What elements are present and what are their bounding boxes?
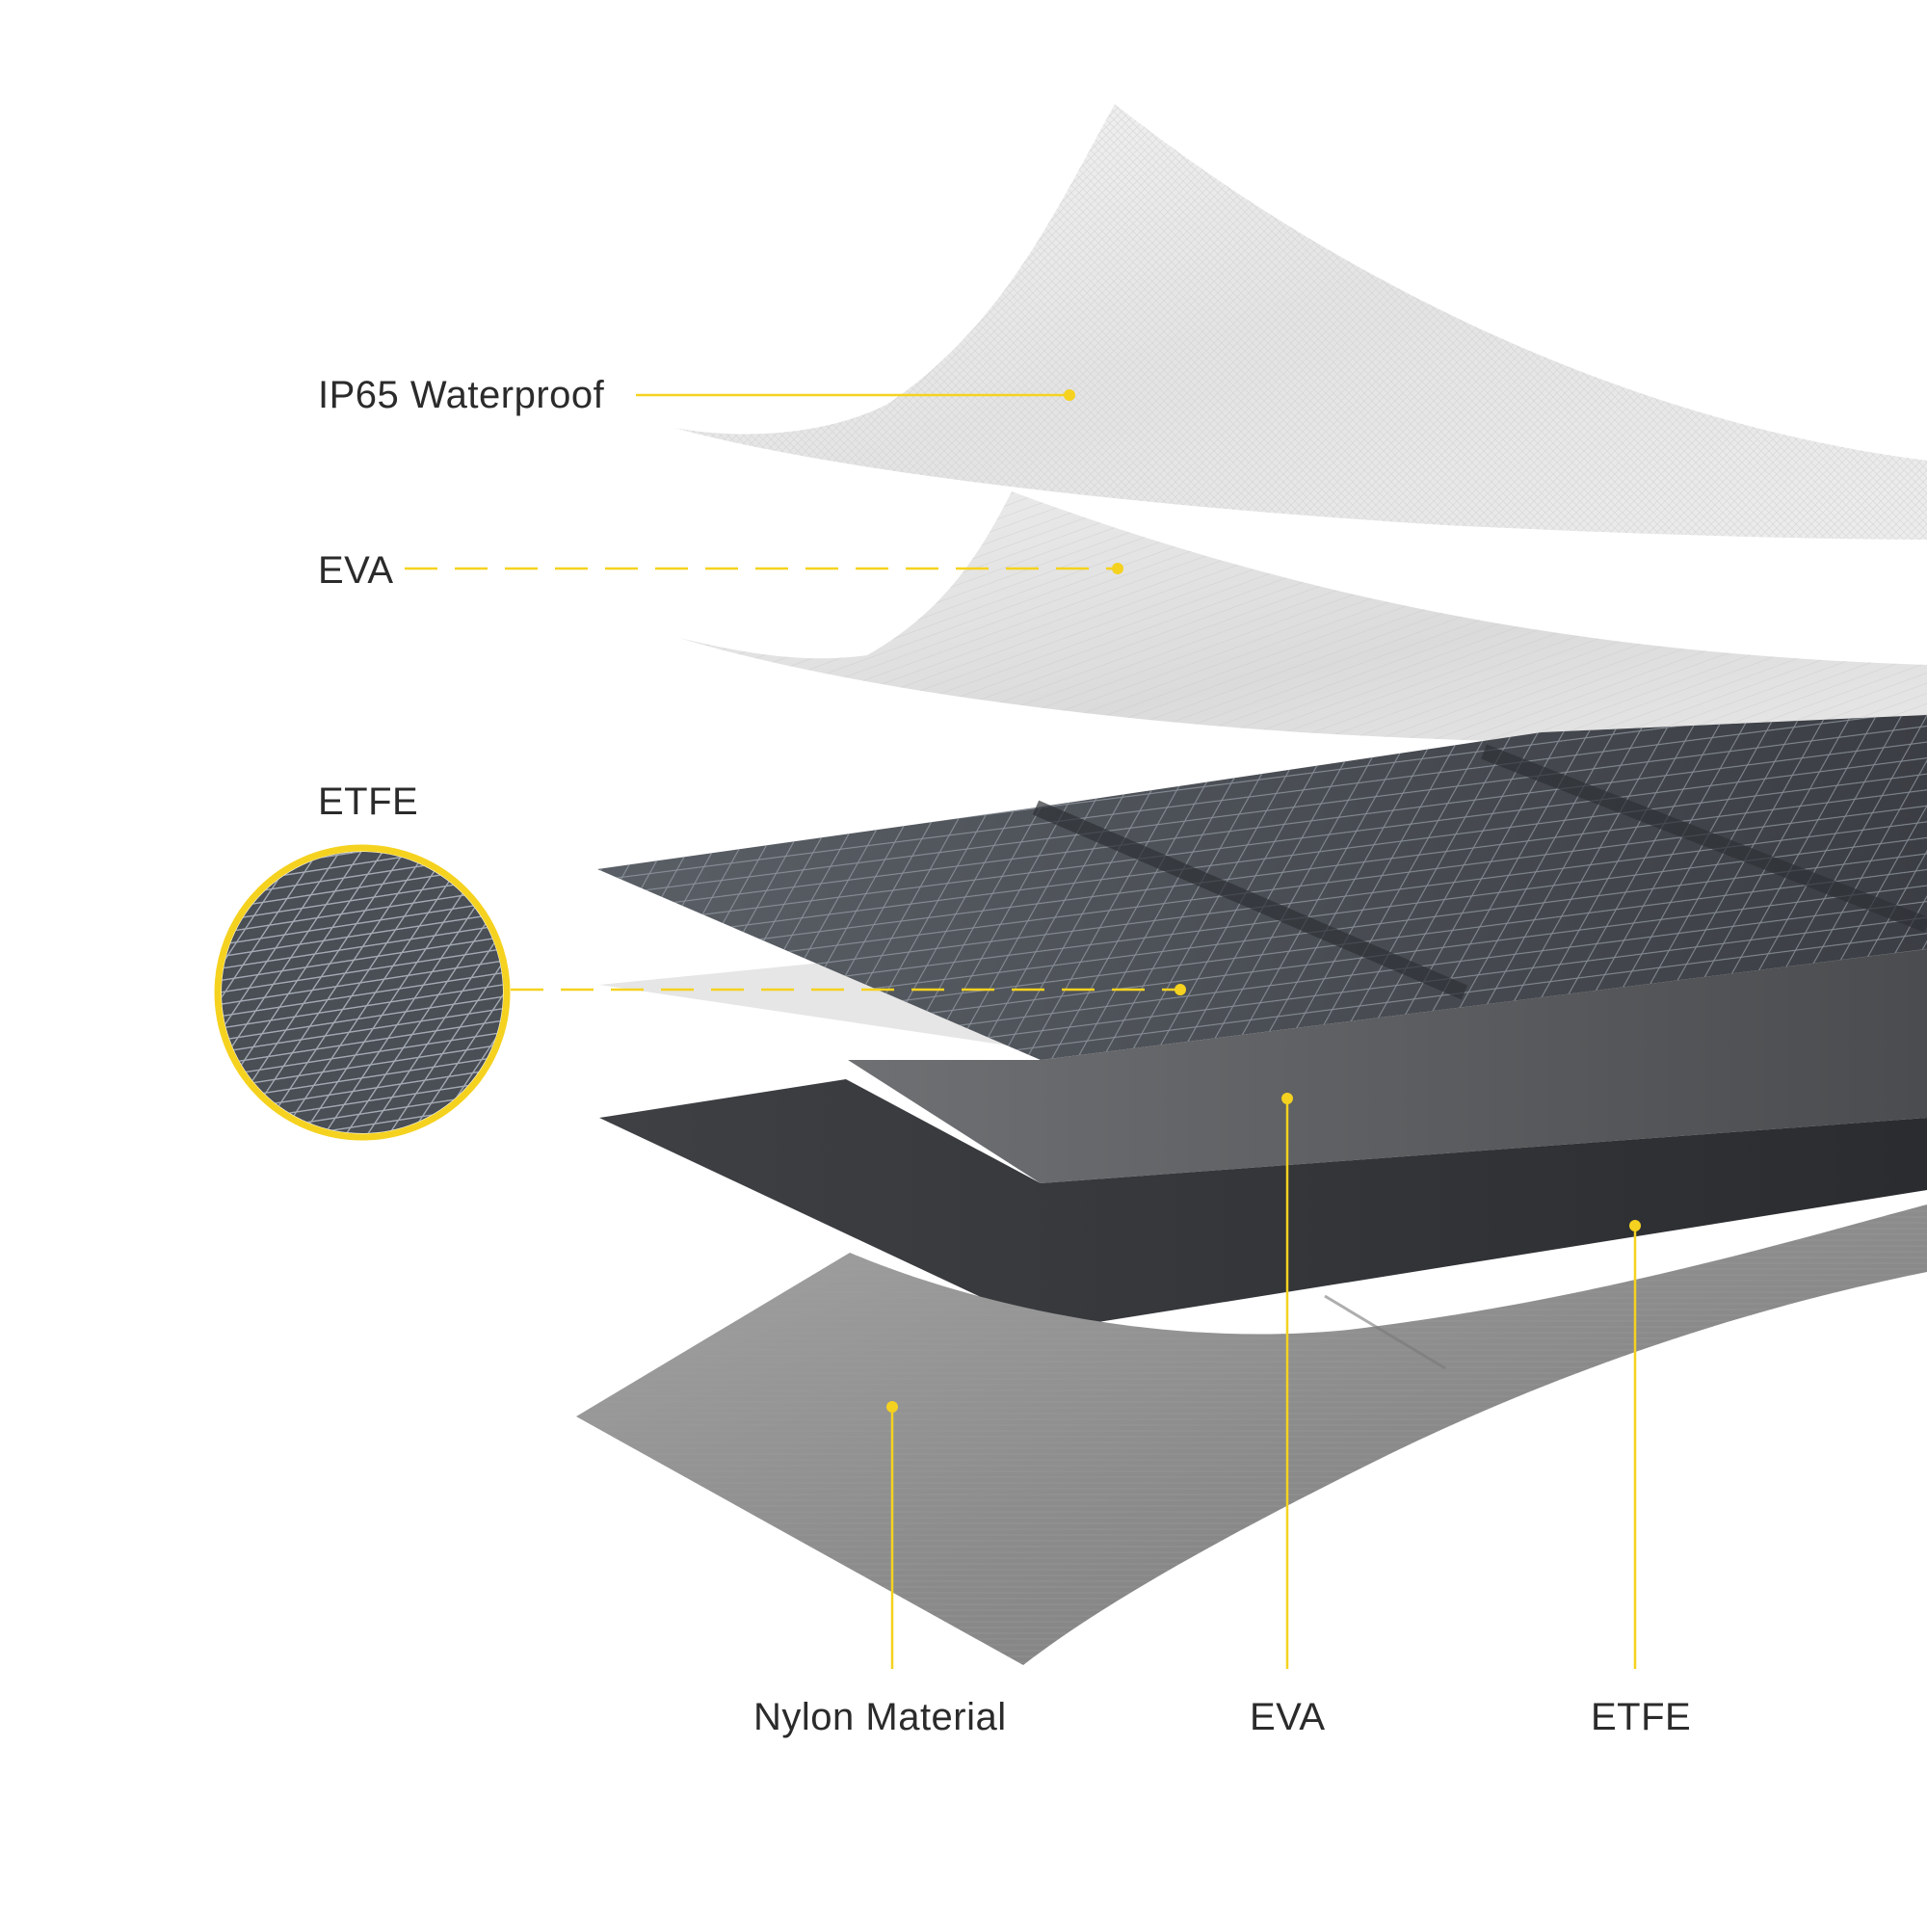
eva-film-layer <box>679 491 1927 745</box>
label-ip65-waterproof: IP65 Waterproof <box>318 374 605 416</box>
label-etfe-top: ETFE <box>318 781 419 823</box>
etfe-magnifier <box>214 844 511 1141</box>
callout-eva-bottom <box>1281 1093 1293 1669</box>
callout-etfe-bottom <box>1629 1220 1641 1669</box>
callout-eva-top <box>405 563 1123 574</box>
callout-nylon <box>886 1401 898 1669</box>
ip65-film-layer <box>674 104 1927 540</box>
nylon-layer <box>576 1204 1927 1665</box>
label-nylon-material: Nylon Material <box>753 1696 1007 1738</box>
eva-layer <box>848 949 1927 1183</box>
etfe-bottom-layer <box>599 1079 1927 1330</box>
solar-cell-layer <box>597 715 1927 1060</box>
callout-etfe-top <box>511 984 1186 995</box>
label-eva-top: EVA <box>318 549 394 592</box>
label-eva-bottom: EVA <box>1250 1696 1326 1738</box>
callout-ip65 <box>636 389 1075 401</box>
label-etfe-bottom: ETFE <box>1591 1696 1692 1738</box>
